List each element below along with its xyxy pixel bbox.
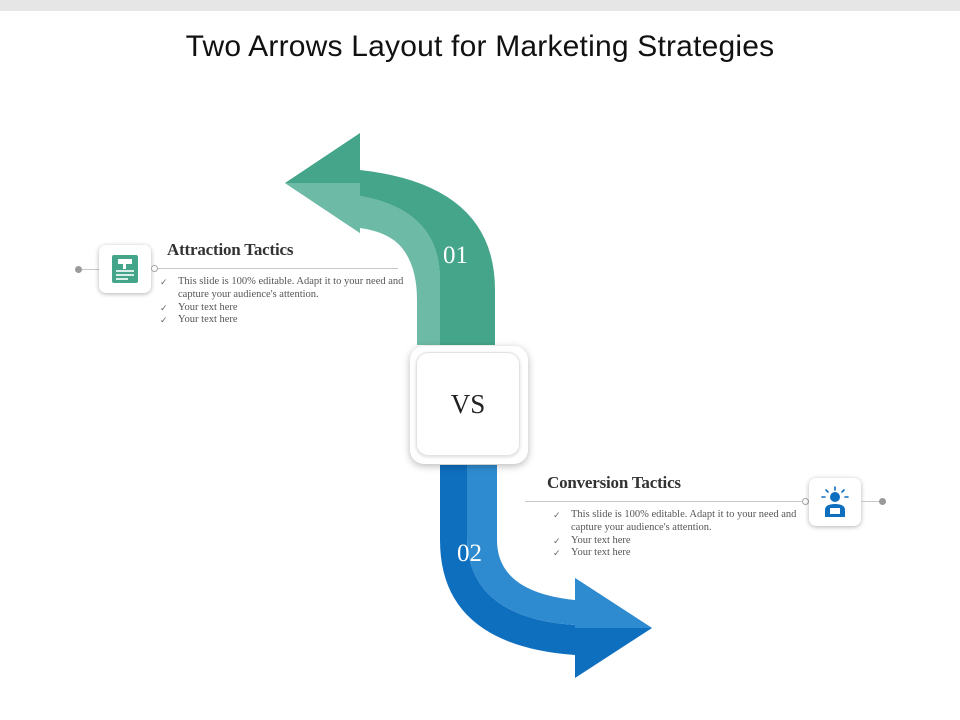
slide-title: Two Arrows Layout for Marketing Strategi… <box>185 30 775 63</box>
bullet-text: Your text here <box>571 547 631 559</box>
person-idea-icon <box>821 486 849 517</box>
top-bar <box>0 0 960 11</box>
attraction-icon-box <box>99 245 151 293</box>
list-item: ✓ This slide is 100% editable. Adapt it t… <box>553 509 798 535</box>
conversion-heading: Conversion Tactics <box>547 473 681 492</box>
attraction-bullets: ✓ This slide is 100% editable. Adapt it t… <box>160 276 405 327</box>
right-connector-line <box>861 501 880 502</box>
arrow-01-outer <box>365 200 440 345</box>
right-connector-dot <box>879 498 886 505</box>
check-icon: ✓ <box>160 277 168 287</box>
vs-label: VS <box>416 352 520 456</box>
arrow-01 <box>285 133 495 345</box>
arrow-02-head-light <box>575 578 652 628</box>
bullet-text: Your text here <box>178 314 238 326</box>
left-divider <box>158 268 398 269</box>
bullet-text: This slide is 100% editable. Adapt it to… <box>571 509 797 533</box>
arrow-02-body-light <box>467 465 575 625</box>
list-item: ✓ Your text here <box>553 547 798 560</box>
check-icon: ✓ <box>553 510 561 520</box>
list-item: ✓ This slide is 100% editable. Adapt it t… <box>160 276 405 302</box>
check-icon: ✓ <box>160 302 168 313</box>
right-divider <box>525 501 803 502</box>
vs-box: VS <box>410 346 528 464</box>
document-hammer-icon <box>112 255 138 283</box>
arrow-01-number: 01 <box>443 242 468 269</box>
left-connector-dot <box>75 266 82 273</box>
arrow-02 <box>440 465 652 678</box>
bullet-text: Your text here <box>178 301 238 313</box>
right-ring <box>802 498 809 505</box>
attraction-heading: Attraction Tactics <box>167 240 294 259</box>
list-item: ✓ Your text here <box>160 302 405 315</box>
arrow-02-number: 02 <box>457 540 482 567</box>
left-ring <box>151 265 158 272</box>
check-icon: ✓ <box>553 548 561 559</box>
list-item: ✓ Your text here <box>160 314 405 327</box>
conversion-icon-box <box>809 478 861 526</box>
list-item: ✓ Your text here <box>553 535 798 548</box>
arrow-01-shade <box>360 170 495 345</box>
conversion-bullets: ✓ This slide is 100% editable. Adapt it t… <box>553 509 798 560</box>
check-icon: ✓ <box>553 535 561 546</box>
arrow-02-body-dark <box>440 465 575 655</box>
arrow-01-head-light <box>285 183 360 233</box>
bullet-text: Your text here <box>571 534 631 546</box>
bullet-text: This slide is 100% editable. Adapt it to… <box>178 276 404 300</box>
check-icon: ✓ <box>160 315 168 326</box>
left-connector-line <box>82 269 99 270</box>
